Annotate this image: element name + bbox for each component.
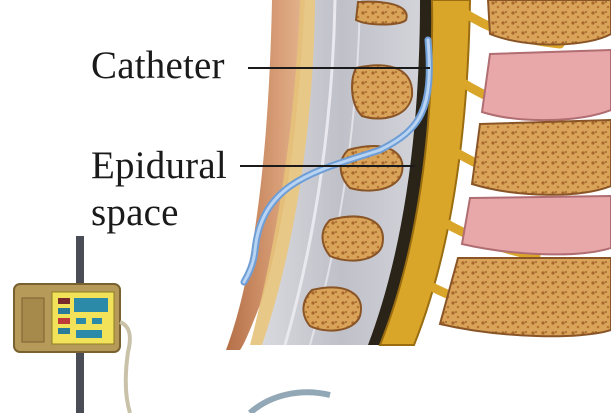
epidural-label-line1: Epidural [91, 146, 227, 186]
infusion-pump [14, 284, 120, 352]
pump-tubing [120, 322, 130, 413]
epidural-label-line2: space [91, 193, 179, 233]
catheter-label: Catheter [91, 46, 225, 86]
